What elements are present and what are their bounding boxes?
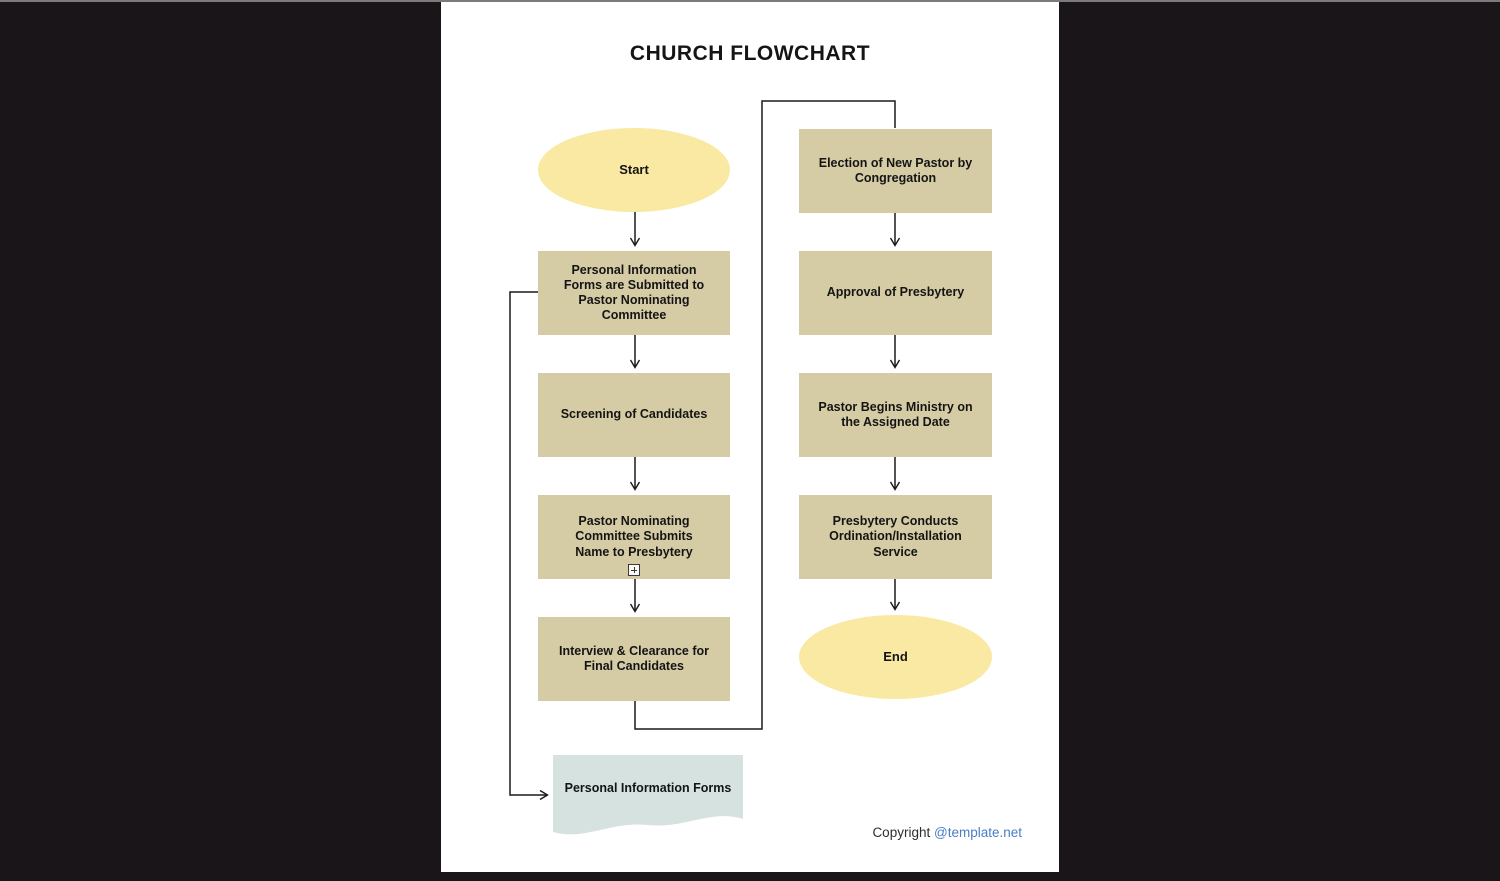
- document-page: CHURCH FLOWCHART Sta: [441, 2, 1059, 872]
- node-end: End: [799, 615, 992, 699]
- node-submit-forms-label: Personal Information Forms are Submitted…: [563, 262, 705, 323]
- node-forms-doc-label: Personal Information Forms: [564, 781, 732, 796]
- node-election-label: Election of New Pastor by Congregation: [818, 155, 973, 185]
- node-forms-doc: Personal Information Forms: [553, 755, 743, 823]
- node-forms-doc-shape: [553, 755, 743, 835]
- copyright-text: Copyright: [872, 825, 931, 840]
- node-interview: Interview & Clearance for Final Candidat…: [538, 617, 730, 701]
- node-approval: Approval of Presbytery: [799, 251, 992, 335]
- node-ordination: Presbytery Conducts Ordination/Installat…: [799, 495, 992, 579]
- node-screening-label: Screening of Candidates: [560, 407, 708, 422]
- node-submit-name-label: Pastor Nominating Committee Submits Name…: [575, 514, 693, 559]
- template-net-link[interactable]: @template.net: [933, 825, 1022, 840]
- node-start: Start: [538, 128, 730, 212]
- node-screening: Screening of Candidates: [538, 373, 730, 457]
- expand-toggle-icon[interactable]: [628, 564, 640, 576]
- node-ordination-label: Presbytery Conducts Ordination/Installat…: [829, 514, 962, 559]
- node-end-label: End: [883, 649, 908, 665]
- node-submit-forms: Personal Information Forms are Submitted…: [538, 251, 730, 335]
- node-approval-label: Approval of Presbytery: [826, 285, 965, 300]
- node-election: Election of New Pastor by Congregation: [799, 129, 992, 213]
- page-title: CHURCH FLOWCHART: [629, 42, 871, 65]
- node-start-label: Start: [619, 162, 649, 178]
- node-interview-label: Interview & Clearance for Final Candidat…: [558, 643, 710, 673]
- node-ministry: Pastor Begins Ministry on the Assigned D…: [799, 373, 992, 457]
- node-ministry-label: Pastor Begins Ministry on the Assigned D…: [818, 399, 973, 429]
- copyright: Copyright @template.net: [872, 825, 1022, 840]
